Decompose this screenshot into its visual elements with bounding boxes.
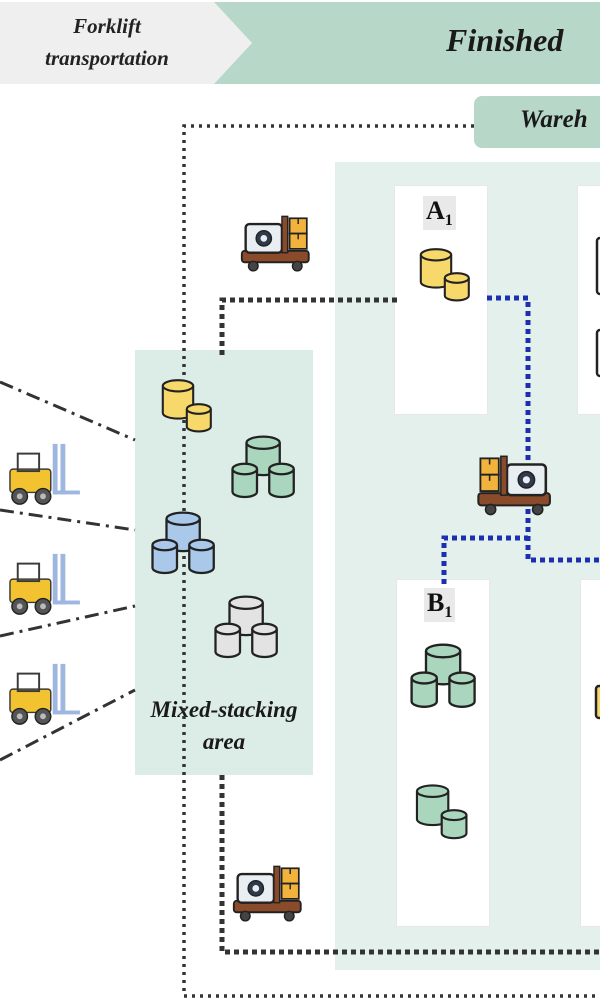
partial-item-a2-bottom [595, 328, 600, 378]
banner-forklift-transportation [0, 2, 252, 84]
warehouse-tab-label: Wareh [520, 106, 588, 133]
forklift-guide-lines [0, 380, 136, 762]
shelf-a1-sub: 1 [444, 212, 453, 230]
partial-item-a2-top [595, 236, 600, 296]
agv-cart-icon-top [240, 215, 310, 273]
forklift-icon-1 [8, 442, 81, 506]
agv-cart-icon-bottom [232, 865, 302, 923]
route-blue-b1 [441, 535, 528, 584]
partial-item-b2 [594, 684, 600, 720]
route-black-top [219, 297, 398, 355]
shelf-b1-letter: B [427, 588, 445, 617]
forklift-icon-3 [8, 662, 81, 726]
mixed-label-line2: area [202, 729, 246, 754]
route-blue [487, 295, 600, 563]
storage-cylinder-icon-blue [151, 511, 215, 575]
outer-dotted-boundary [182, 124, 600, 998]
storage-cylinder-icon-a1 [419, 248, 470, 302]
storage-cylinder-icon-grey [214, 595, 279, 659]
shelf-label-a1: A1 [423, 196, 456, 231]
mixed-stacking-label: Mixed-stacking area [135, 694, 313, 758]
agv-cart-icon-center [476, 454, 552, 517]
shelf-label-b1: B1 [424, 588, 456, 623]
banner-forklift-text: Forklift transportation [0, 10, 214, 74]
shelf-b1 [397, 580, 489, 926]
shelf-a1-letter: A [426, 196, 445, 225]
banner-forklift-line2: transportation [45, 46, 169, 70]
shelf-b2-partial [581, 580, 600, 926]
storage-cylinder-icon-b1-top [410, 643, 476, 709]
warehouse-tab [474, 96, 600, 148]
banner-finished-text: Finished [446, 22, 564, 58]
storage-cylinder-icon-b1-bottom [415, 784, 468, 840]
banner-forklift-line1: Forklift [73, 14, 141, 38]
shelf-a2-partial [578, 186, 600, 414]
banner-finished [214, 2, 600, 84]
mixed-label-line1: Mixed-stacking [150, 697, 298, 722]
storage-cylinder-icon-yellow [161, 379, 212, 433]
forklift-icon-2 [8, 552, 81, 616]
shelf-b1-sub: 1 [444, 604, 453, 622]
storage-cylinder-icon-green [231, 435, 295, 499]
route-black-bottom [219, 775, 600, 955]
